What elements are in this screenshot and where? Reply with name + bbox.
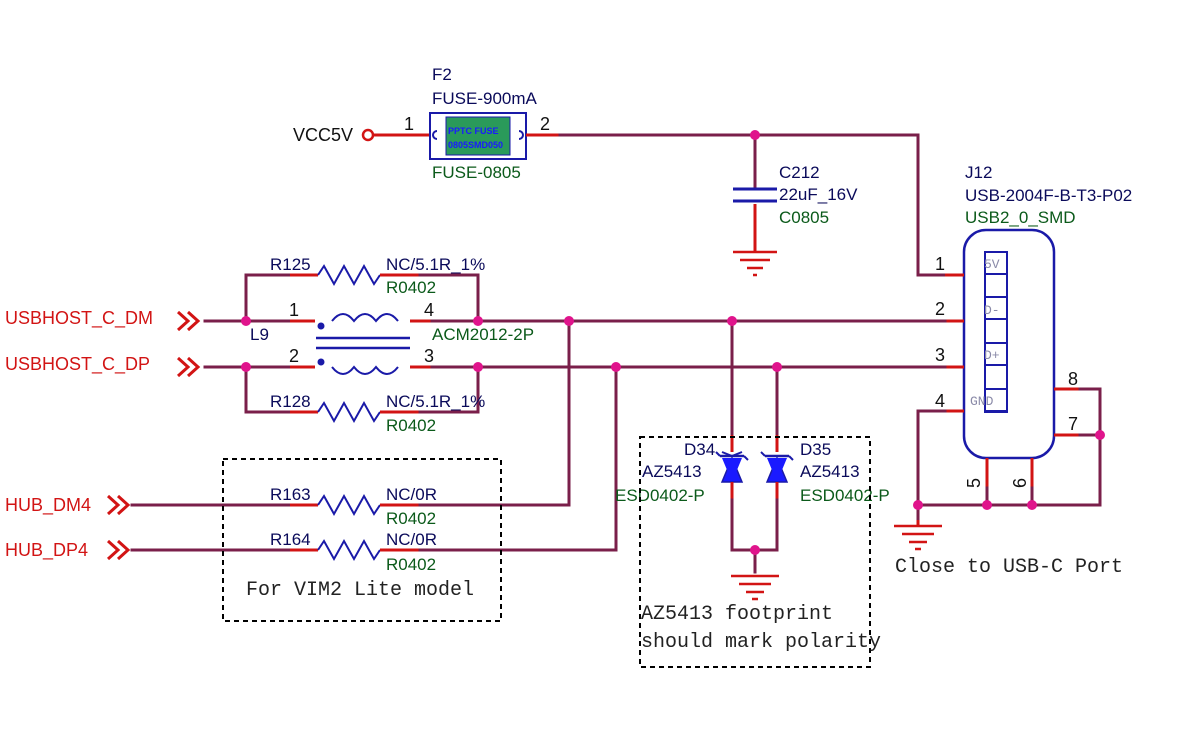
port-usbhost-dm-label: USBHOST_C_DM	[5, 308, 153, 329]
r164-value: NC/0R	[386, 530, 437, 549]
choke-pin3: 3	[424, 346, 434, 366]
d35-footprint: ESD0402-P	[800, 486, 890, 505]
connector-value: USB-2004F-B-T3-P02	[965, 186, 1132, 205]
fuse-f2: F2 FUSE-900mA PPTC FUSE 0805SMD050 1 2 F…	[404, 65, 550, 182]
choke-l9: L9 1 2 3 4 ACM2012-2P	[250, 300, 534, 375]
port-usbhost-dp: USBHOST_C_DP	[5, 354, 201, 378]
port-hub-dp4-label: HUB_DP4	[5, 540, 88, 561]
j12-pin1: 1	[935, 254, 945, 274]
fuse-pin1: 1	[404, 114, 414, 134]
fuse-pptc-icon	[445, 116, 511, 156]
port-hub-dp4: HUB_DP4	[5, 539, 131, 561]
j12-pin7: 7	[1068, 414, 1078, 434]
choke-coil-bottom-icon	[331, 365, 399, 375]
r128-value: NC/5.1R_1%	[386, 392, 485, 411]
vbus-wire	[558, 133, 947, 277]
resistor-r128: R128 NC/5.1R_1% R0402	[270, 392, 485, 435]
choke-pin4: 4	[424, 300, 434, 320]
fuse-body-line2: 0805SMD050	[448, 140, 503, 150]
pin-label-5v: 5V	[984, 257, 1000, 272]
r164-ref: R164	[270, 530, 311, 549]
pin-label-dp: D+	[984, 348, 1000, 363]
resistor-icon	[317, 263, 381, 287]
cap-ref: C212	[779, 163, 820, 182]
vcc-net: VCC5V	[293, 125, 430, 145]
cap-value: 22uF_16V	[779, 185, 858, 204]
ground-icon	[894, 520, 942, 551]
port-arrow-icon	[106, 539, 131, 561]
ground-icon	[731, 574, 779, 601]
j12-pin8: 8	[1068, 369, 1078, 389]
note-az-line1: AZ5413 footprint	[641, 603, 833, 626]
capacitor-c212: C212 22uF_16V C0805	[733, 133, 858, 248]
port-usbhost-dp-label: USBHOST_C_DP	[5, 354, 150, 375]
fuse-ref: F2	[432, 65, 452, 84]
resistor-r163: R163 NC/0R R0402	[270, 485, 437, 528]
connector-j12: J12 USB-2004F-B-T3-P02 USB2_0_SMD 5V D- …	[935, 163, 1132, 488]
connector-footprint: USB2_0_SMD	[965, 208, 1076, 227]
j12-pin3: 3	[935, 345, 945, 365]
d34-value: AZ5413	[642, 462, 702, 481]
port-hub-dm4-label: HUB_DM4	[5, 495, 91, 516]
j12-pin4: 4	[935, 391, 945, 411]
cap-footprint: C0805	[779, 208, 829, 227]
choke-pin1: 1	[289, 300, 299, 320]
resistor-icon	[317, 538, 381, 562]
fuse-body-line1: PPTC FUSE	[448, 126, 499, 136]
resistor-r164: R164 NC/0R R0402	[270, 530, 437, 574]
resistor-icon	[317, 400, 381, 424]
d34-ref: D34	[684, 440, 715, 459]
choke-pin2: 2	[289, 346, 299, 366]
d35-ref: D35	[800, 440, 831, 459]
r163-value: NC/0R	[386, 485, 437, 504]
r163-ref: R163	[270, 485, 311, 504]
r125-value: NC/5.1R_1%	[386, 255, 485, 274]
vim2-note-box	[222, 458, 502, 622]
d34-footprint: ESD0402-P	[615, 486, 705, 505]
az5413-note-box	[639, 436, 871, 668]
r125-footprint: R0402	[386, 278, 436, 297]
r128-ref: R128	[270, 392, 311, 411]
choke-coil-top-icon	[331, 313, 399, 323]
connector-ref: J12	[965, 163, 992, 182]
connector-body	[962, 228, 1056, 460]
ground-icon	[733, 248, 777, 277]
fuse-footprint: FUSE-0805	[432, 163, 521, 182]
choke-value: ACM2012-2P	[432, 325, 534, 344]
resistor-r125: R125 NC/5.1R_1% R0402	[270, 255, 485, 297]
r164-footprint: R0402	[386, 555, 436, 574]
r163-footprint: R0402	[386, 509, 436, 528]
pin-label-dm: D-	[984, 303, 1000, 318]
port-arrow-icon	[176, 310, 201, 332]
vcc-port-icon	[361, 128, 375, 142]
j12-pin5: 5	[964, 478, 984, 488]
resistor-icon	[317, 493, 381, 517]
port-usbhost-dm: USBHOST_C_DM	[5, 308, 201, 332]
choke-ref: L9	[250, 325, 269, 344]
r128-footprint: R0402	[386, 416, 436, 435]
r125-ref: R125	[270, 255, 311, 274]
j12-pin6: 6	[1010, 478, 1030, 488]
fuse-value: FUSE-900mA	[432, 89, 538, 108]
note-vim2: For VIM2 Lite model	[246, 579, 474, 602]
port-hub-dm4: HUB_DM4	[5, 494, 131, 516]
vcc-label: VCC5V	[293, 125, 353, 145]
pin-label-gnd: GND	[970, 394, 994, 409]
fuse-pin2: 2	[540, 114, 550, 134]
diode-d35: D35 AZ5413 ESD0402-P	[760, 440, 890, 552]
d35-value: AZ5413	[800, 462, 860, 481]
diode-d34: D34 AZ5413 ESD0402-P	[615, 440, 749, 552]
port-arrow-icon	[106, 494, 131, 516]
port-arrow-icon	[176, 356, 201, 378]
j12-pin2: 2	[935, 299, 945, 319]
shield-wire	[916, 387, 1102, 507]
note-close: Close to USB-C Port	[895, 556, 1123, 579]
note-az-line2: should mark polarity	[641, 631, 881, 654]
